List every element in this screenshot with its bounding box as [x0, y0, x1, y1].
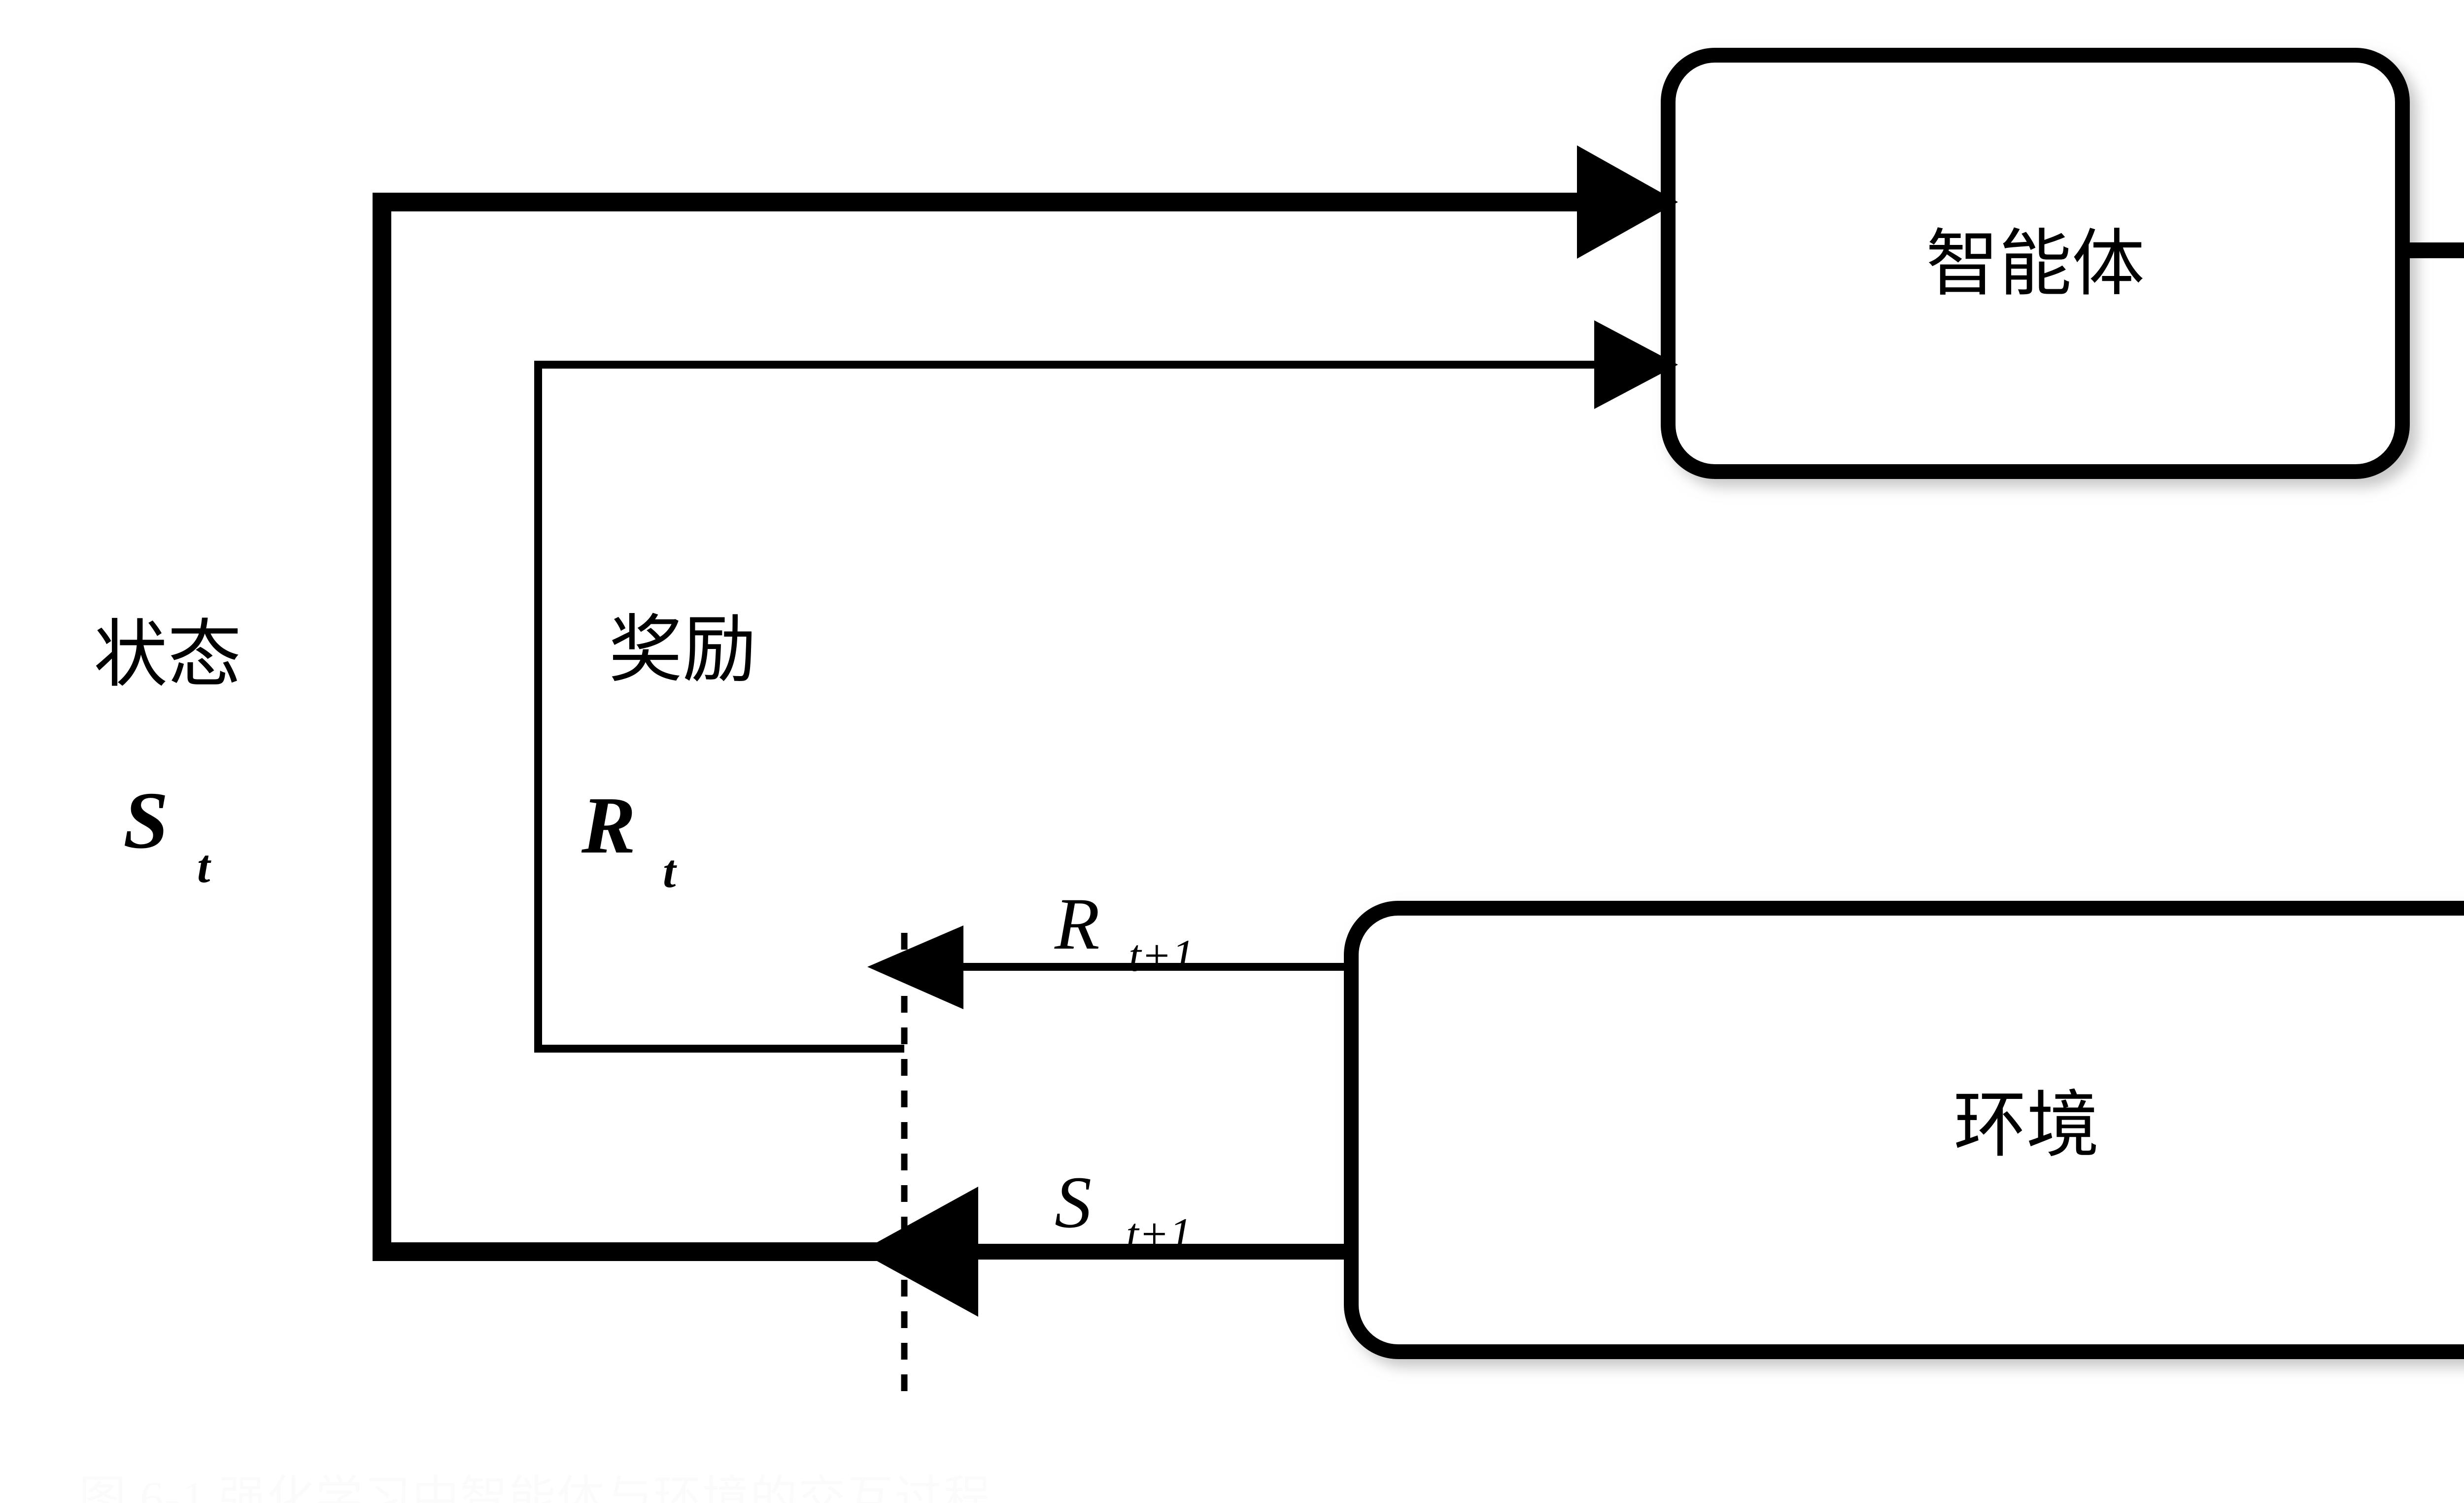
state-arrowhead-into-agent: [1577, 145, 1678, 259]
figure-caption: 图 6-1 强化学习中智能体与环境的交互过程: [79, 1472, 992, 1503]
reward-label-group: 奖励 R t: [581, 610, 756, 897]
next-reward-symbol-sub: t+1: [1129, 930, 1195, 981]
state-label-group: 状态 S t: [94, 615, 241, 892]
environment-label: 环境: [1953, 1086, 2099, 1166]
agent-label: 智能体: [1926, 224, 2145, 305]
agent-box-shape: [1661, 48, 2410, 479]
environment-node[interactable]: 环境: [1344, 901, 2464, 1359]
next-reward-arrowhead: [867, 925, 963, 1009]
next-state-symbol-sub: t+1: [1126, 1209, 1192, 1259]
state-symbol-base: S: [123, 775, 169, 865]
environment-box-shape: [1344, 901, 2464, 1359]
agent-node[interactable]: 智能体: [1661, 48, 2410, 479]
next-state-arrowhead: [860, 1187, 978, 1317]
state-edge-path: [373, 145, 1678, 1261]
next-state-edge-path: [860, 1187, 1351, 1317]
next-reward-label-group: R t+1: [1054, 883, 1195, 981]
state-edge-line: [373, 193, 1641, 1261]
reward-name-label: 奖励: [609, 610, 756, 691]
next-reward-symbol-base: R: [1054, 883, 1100, 965]
state-symbol-sub: t: [197, 840, 211, 892]
reward-symbol-base: R: [581, 780, 636, 870]
state-name-label: 状态: [94, 615, 241, 696]
reward-edge-line: [534, 361, 1641, 1053]
next-reward-edge-path: [867, 925, 1351, 1009]
reward-edge-path: [534, 320, 1678, 1053]
reward-arrowhead-into-agent: [1594, 320, 1678, 409]
next-state-label-group: S t+1: [1055, 1161, 1192, 1259]
reward-symbol-sub: t: [663, 845, 677, 897]
next-state-symbol-base: S: [1055, 1161, 1092, 1243]
